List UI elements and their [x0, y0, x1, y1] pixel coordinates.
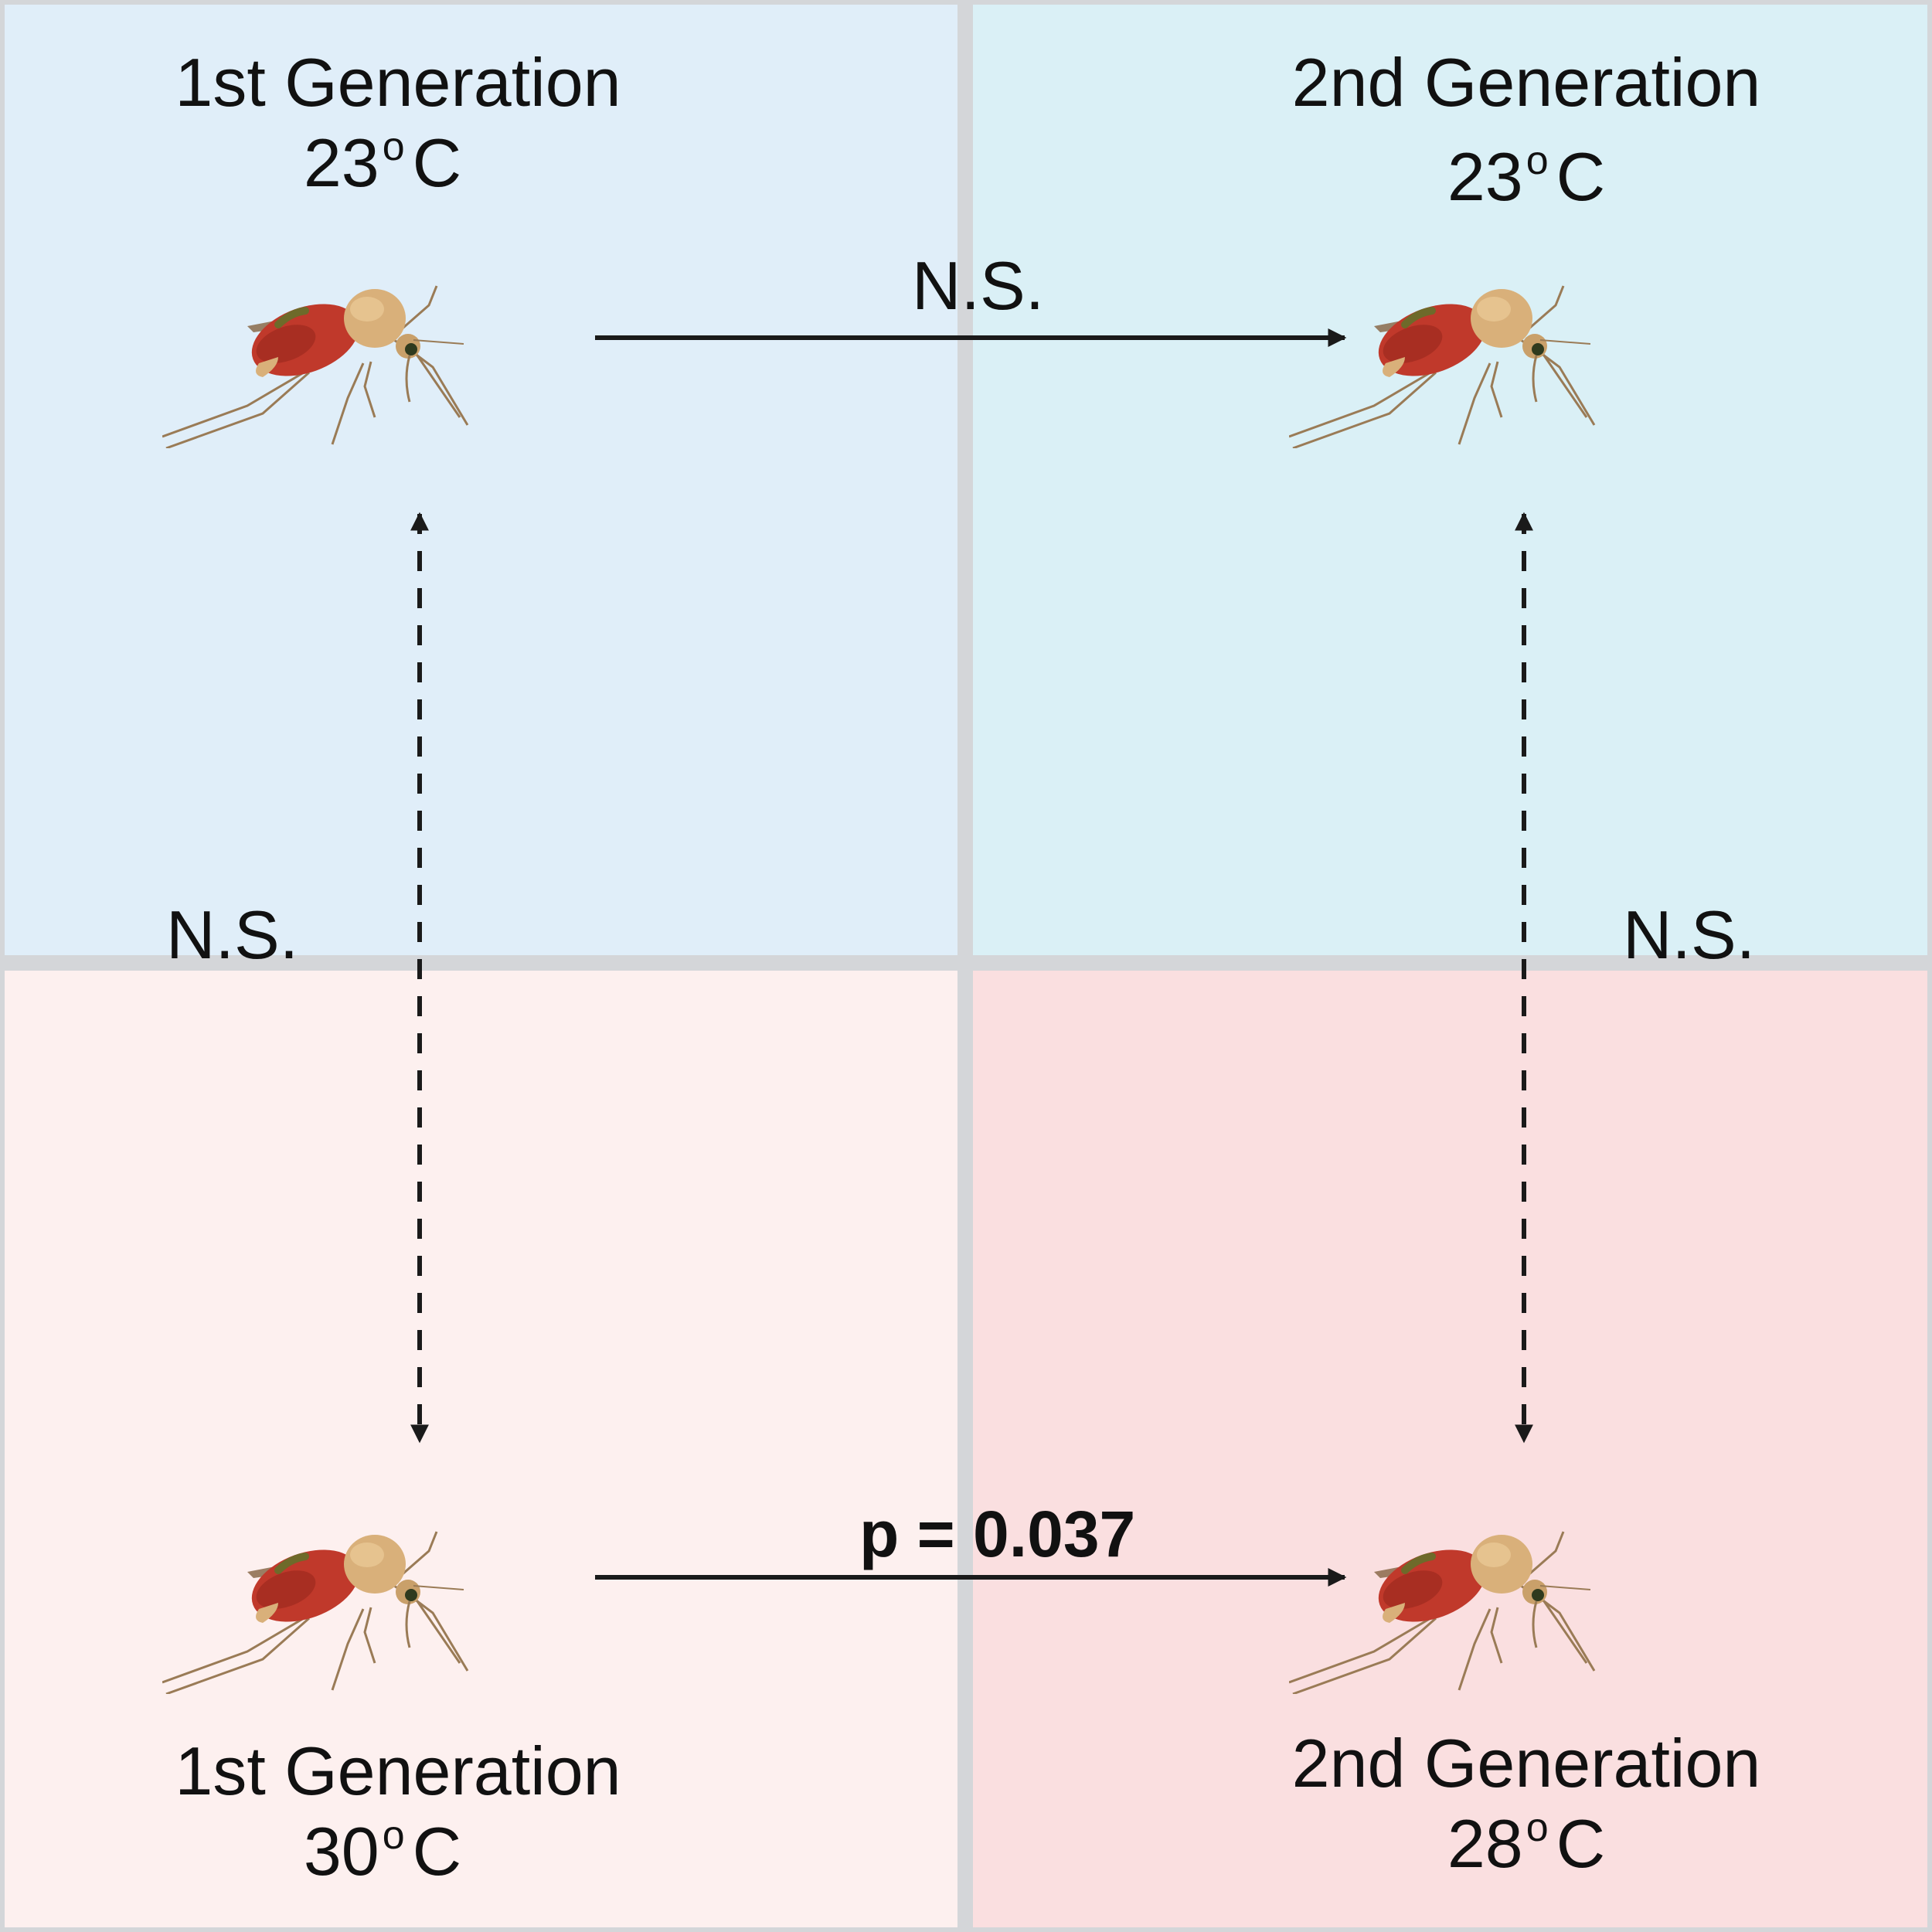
generation-title: 2nd Generation — [1291, 1725, 1761, 1801]
temperature-value: 30 — [303, 1813, 379, 1889]
temperature-unit: C — [1556, 138, 1606, 215]
generation-title: 1st Generation — [175, 44, 621, 121]
degree-symbol: o — [1526, 1805, 1549, 1850]
mosquito-icon-top-left — [162, 286, 468, 448]
panel-2nd-generation-23c — [973, 5, 1927, 955]
generation-title: 2nd Generation — [1291, 44, 1761, 121]
mosquito-icon-bottom-right — [1289, 1532, 1594, 1694]
mosquito-icon-bottom-left — [162, 1532, 468, 1694]
temperature-value: 23 — [1447, 138, 1523, 215]
panel-2nd-generation-28c — [973, 971, 1927, 1927]
comparison-right-vertical: N.S. — [1623, 896, 1756, 973]
comparison-left-vertical: N.S. — [166, 896, 299, 973]
degree-symbol: o — [1526, 138, 1549, 183]
temperature-unit: C — [1556, 1805, 1606, 1882]
temperature-unit: C — [412, 1813, 462, 1889]
degree-symbol: o — [382, 124, 405, 169]
comparison-bottom-horizontal: p = 0.037 — [859, 1498, 1136, 1570]
comparison-top-horizontal: N.S. — [912, 247, 1045, 324]
temperature-value: 28 — [1447, 1805, 1523, 1882]
panel-1st-generation-23c — [5, 5, 957, 955]
temperature-unit: C — [412, 124, 462, 201]
panel-1st-generation-30c — [5, 971, 957, 1927]
generation-title: 1st Generation — [175, 1733, 621, 1809]
temperature-value: 23 — [303, 124, 379, 201]
mosquito-icon-top-right — [1289, 286, 1594, 448]
degree-symbol: o — [382, 1813, 405, 1858]
